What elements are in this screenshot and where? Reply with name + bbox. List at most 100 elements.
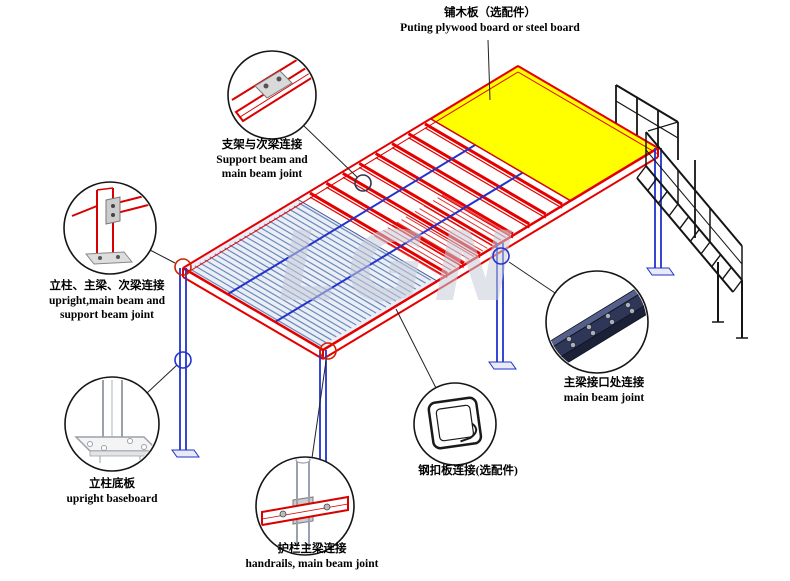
label-line: 护栏主梁连接	[277, 543, 347, 555]
diagram-line	[424, 122, 563, 206]
callout-handrail-main-beam-joint	[255, 456, 355, 556]
callout-support-beam-joint	[227, 50, 317, 140]
diagram-line	[288, 208, 421, 287]
diagram-line	[229, 244, 362, 323]
diagram-line	[326, 186, 464, 269]
diagram-line	[387, 227, 456, 268]
diagram-line	[396, 221, 466, 263]
marker-upright-main-joint	[174, 258, 192, 276]
diagram-line	[204, 259, 337, 338]
label-support-beam-joint: 支架与次梁连接 Support beam and main beam joint	[216, 138, 307, 182]
diagram-line	[234, 241, 367, 320]
leader-lines	[146, 39, 556, 459]
label-line: 主梁接口处连接	[563, 377, 645, 389]
diagram-line	[309, 191, 448, 275]
diagram-line	[679, 216, 690, 230]
diagram-line	[224, 247, 357, 326]
diagram-line	[441, 194, 511, 236]
label-handrails-joint: 护栏主梁连接 handrails, main beam joint	[246, 542, 379, 571]
diagram-line	[342, 171, 481, 255]
diagram-line	[374, 235, 443, 277]
diagram-line	[391, 142, 531, 226]
diagram-line	[721, 266, 732, 280]
diagram-line	[263, 223, 397, 302]
diagram-line	[401, 219, 470, 260]
diagram-line	[214, 253, 347, 332]
deck-stripes	[189, 202, 431, 347]
diagram-line	[199, 262, 332, 341]
diagram-line	[358, 166, 497, 249]
diagram-line	[407, 132, 547, 216]
diagram-line	[392, 224, 461, 266]
diagram-line	[408, 137, 547, 219]
label-line: 立柱底板	[89, 478, 135, 490]
diagram-line	[244, 235, 377, 314]
label-plywood-board: 铺木板（选配件） Puting plywood board or steel b…	[400, 6, 580, 35]
marker-handrail-joint	[319, 342, 337, 360]
label-line: Puting plywood board or steel board	[400, 21, 580, 34]
label-line: main beam joint	[221, 168, 303, 181]
diagram-line	[268, 220, 402, 299]
diagram-line	[437, 197, 506, 238]
diagram-line	[383, 229, 452, 271]
diagram-line	[424, 127, 563, 209]
label-line: support beam joint	[60, 309, 154, 322]
diagram-line	[298, 202, 431, 281]
label-line: 钢扣板连接(选配件)	[418, 465, 518, 477]
diagram-line	[194, 265, 327, 344]
callout-main-beam-joint	[545, 270, 649, 374]
diagram-line	[657, 190, 668, 204]
diagram-line	[375, 156, 514, 239]
label-line: Support beam and	[216, 153, 308, 166]
diagram-line	[700, 241, 711, 255]
diagram-line	[189, 268, 322, 347]
platform-handrail	[615, 84, 679, 160]
diagram-line	[711, 254, 722, 268]
diagram-line	[258, 226, 392, 305]
marker-main-beam-joint	[492, 247, 510, 265]
diagram-line	[278, 214, 412, 293]
diagram-line	[309, 196, 448, 278]
watermark-text: LGN	[278, 211, 522, 323]
label-line: main beam joint	[563, 391, 645, 404]
diagram-line	[219, 250, 352, 329]
diagram-line	[239, 238, 372, 317]
diagram-line	[249, 232, 382, 311]
diagram-line	[391, 147, 530, 229]
label-upright-main-beam-joint: 立柱、主梁、次梁连接 upright,main beam and support…	[49, 279, 165, 323]
joint-markers	[174, 174, 510, 369]
label-line: 立柱、主梁、次梁连接	[49, 280, 165, 292]
label-main-beam-joint: 主梁接口处连接 main beam joint	[564, 376, 645, 405]
label-upright-baseboard: 立柱底板 upright baseboard	[66, 477, 157, 506]
diagram-line	[358, 162, 498, 246]
diagram-line	[405, 216, 475, 257]
label-line: upright baseboard	[66, 492, 158, 505]
callout-upright-main-beam-joint	[63, 181, 157, 275]
diagram-line	[273, 217, 407, 296]
label-line: 支架与次梁连接	[221, 139, 303, 151]
diagram-line	[374, 152, 514, 236]
marker-support-beam-joint	[354, 174, 372, 192]
label-steel-buckle: 钢扣板连接(选配件)	[418, 464, 518, 479]
staircase	[636, 131, 748, 339]
callout-steel-buckle-plate	[413, 382, 497, 466]
diagram-line	[636, 165, 647, 179]
label-line: handrails, main beam joint	[245, 557, 379, 570]
diagram-line	[293, 205, 426, 284]
platform-structure	[171, 65, 748, 494]
diagram-line	[732, 279, 743, 293]
diagram-line	[254, 229, 387, 308]
diagram-line	[325, 181, 465, 265]
label-line: upright,main beam and	[49, 294, 165, 307]
diagram-line	[668, 203, 679, 217]
label-line: 铺木板（选配件）	[444, 7, 536, 19]
diagram-line	[283, 211, 416, 290]
diagram-line	[419, 208, 488, 249]
diagram-line	[209, 256, 342, 335]
diagram-line	[647, 178, 658, 192]
diagram-line	[414, 210, 484, 252]
cross-beams	[309, 122, 563, 278]
marker-baseboard	[174, 351, 192, 369]
